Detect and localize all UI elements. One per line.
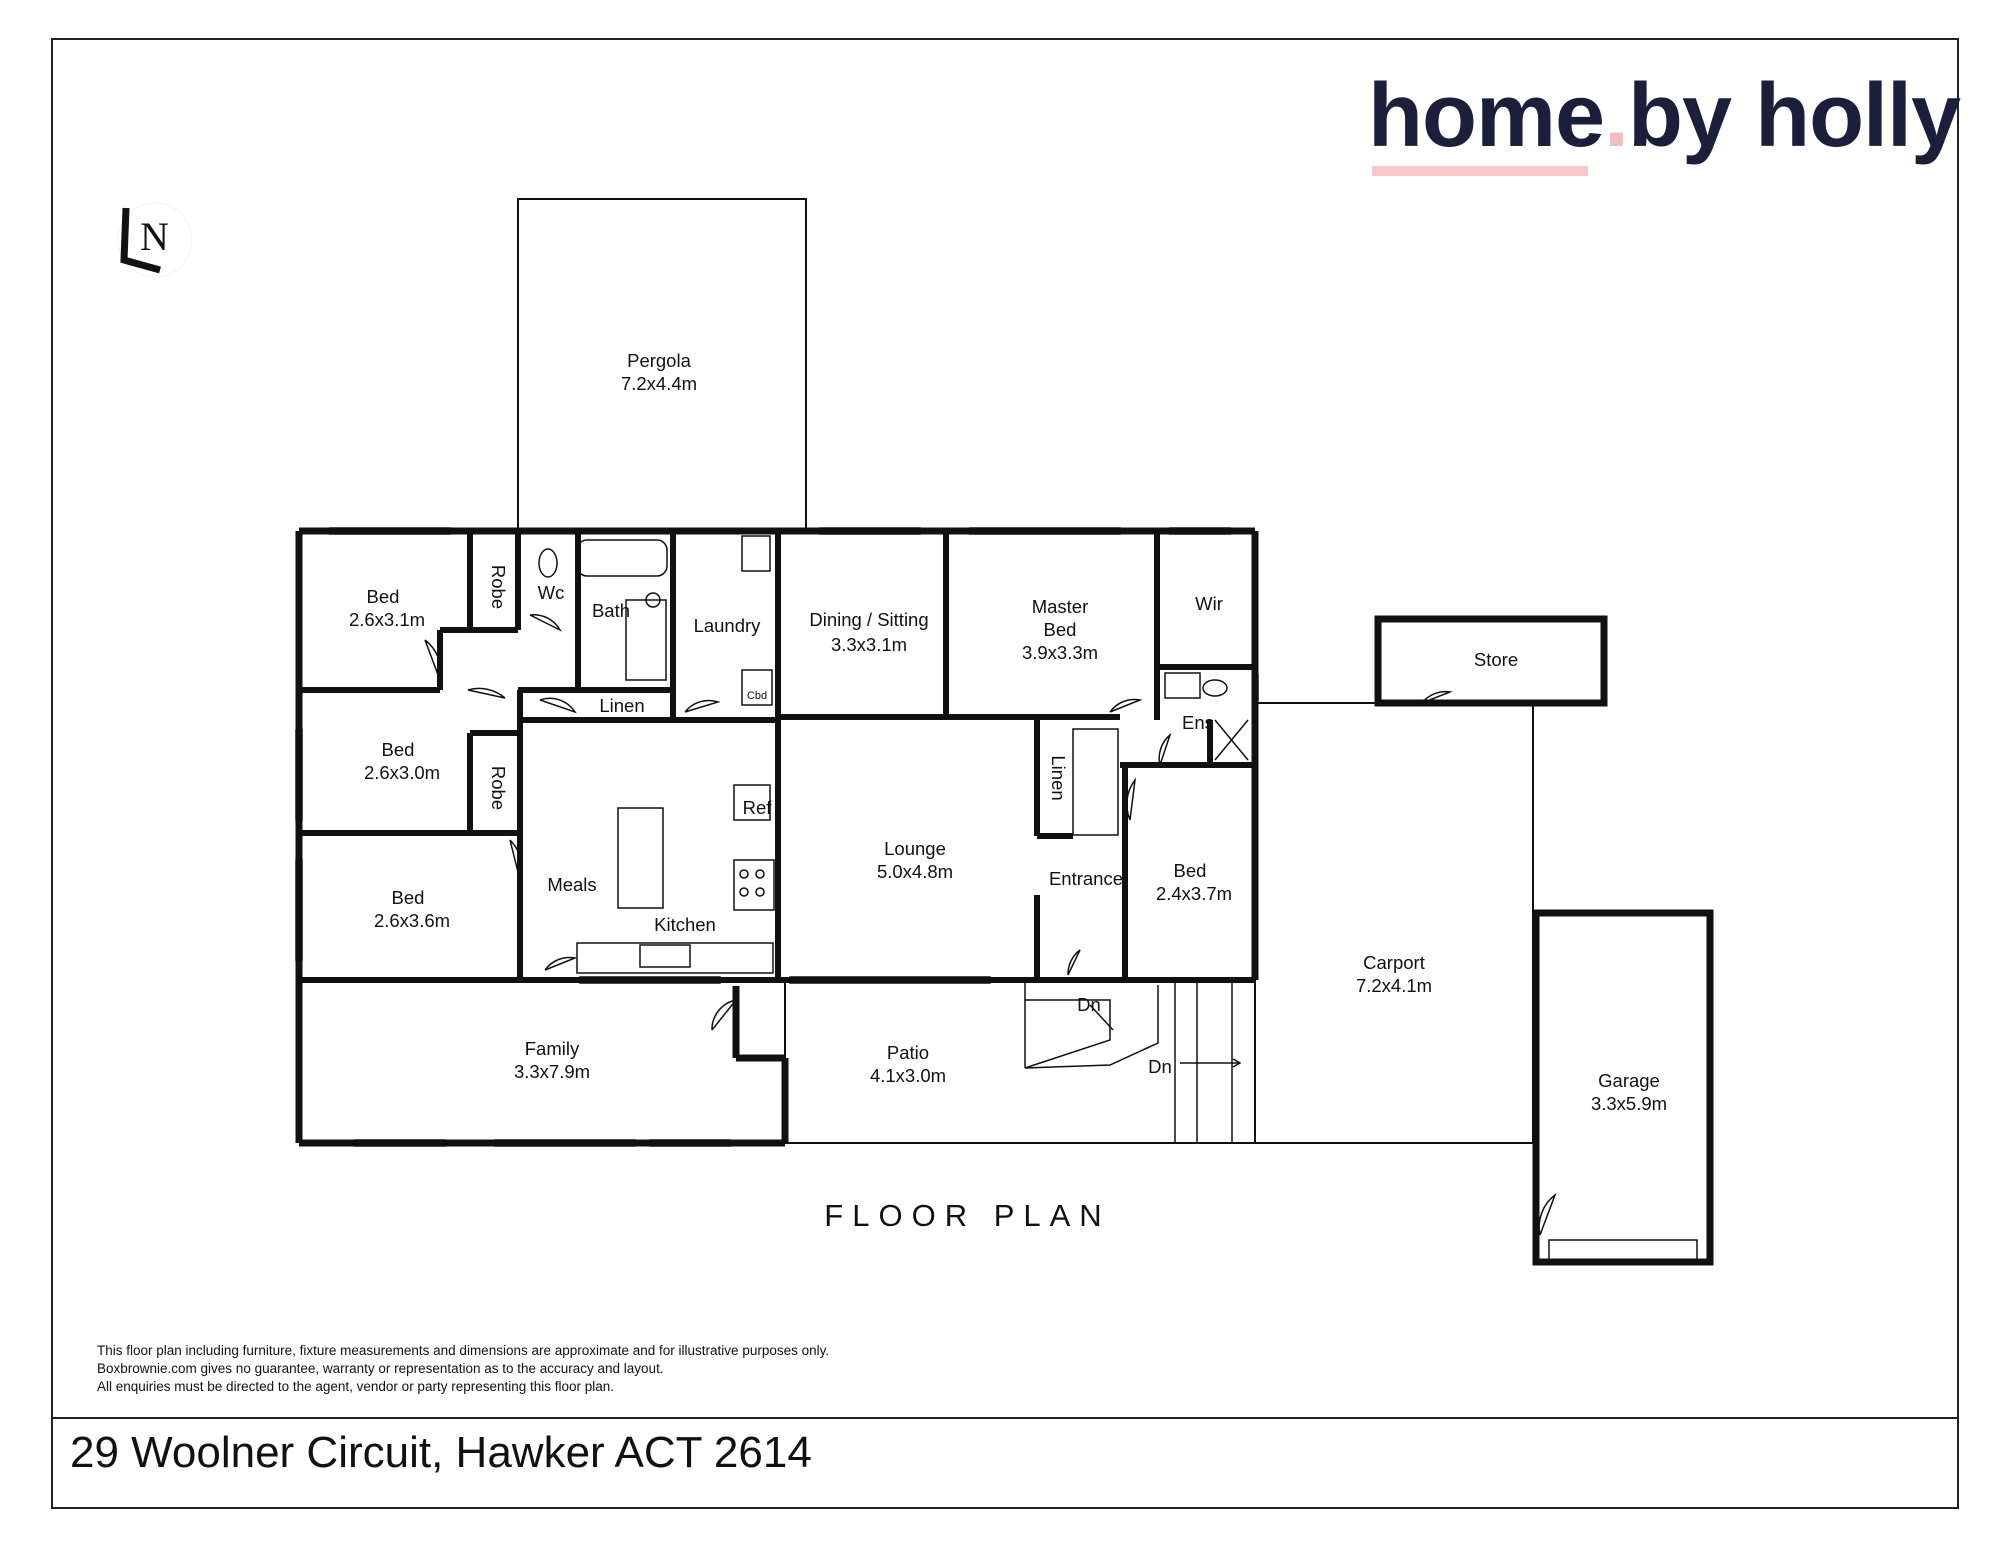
dining-label: Dining / Sitting (809, 609, 928, 630)
brand-underline (1372, 166, 1588, 176)
disclaimer: This floor plan including furniture, fix… (97, 1342, 829, 1396)
windows (295, 527, 1698, 1261)
carport-size: 7.2x4.1m (1356, 975, 1432, 996)
brand-part-holly: holly (1755, 66, 1961, 166)
family-label: Family (525, 1038, 580, 1059)
disclaimer-line: All enquiries must be directed to the ag… (97, 1379, 615, 1394)
bed2-label: Bed (382, 739, 415, 760)
brand-wordmark: home.by holly (1368, 64, 1961, 169)
wir-label: Wir (1195, 593, 1223, 614)
store-outline (1374, 615, 1608, 707)
garage-label: Garage (1598, 1070, 1660, 1091)
brand-logo: home.by holly (1368, 64, 1961, 184)
patio-label: Patio (887, 1042, 929, 1063)
bed1-size: 2.6x3.1m (349, 609, 425, 630)
carport-label: Carport (1363, 952, 1425, 973)
fixtures (538, 535, 1249, 974)
bed4-size: 2.6x3.6m (374, 910, 450, 931)
garage-size: 3.3x5.9m (1591, 1093, 1667, 1114)
bed4-label: Bed (392, 887, 425, 908)
disclaimer-line: Boxbrownie.com gives no guarantee, warra… (97, 1361, 664, 1376)
ref-label: Ref (743, 797, 773, 818)
pergola-label: Pergola (627, 350, 691, 371)
dn1-label: Dn (1077, 994, 1101, 1015)
laundry-label: Laundry (694, 615, 762, 636)
master-label: Master (1032, 596, 1089, 617)
patio-outline (784, 980, 1255, 1144)
bed3-size: 2.4x3.7m (1156, 883, 1232, 904)
family-size: 3.3x7.9m (514, 1061, 590, 1082)
page-frame (51, 38, 1959, 1509)
bed2-size: 2.6x3.0m (364, 762, 440, 783)
bed3-label: Bed (1174, 860, 1207, 881)
lounge-label: Lounge (884, 838, 946, 859)
linen2-label: Linen (1048, 755, 1069, 800)
dn2-label: Dn (1148, 1056, 1172, 1077)
garage-outline (1532, 909, 1714, 1266)
patio-size: 4.1x3.0m (870, 1065, 946, 1086)
lounge-size: 5.0x4.8m (877, 861, 953, 882)
disclaimer-line: This floor plan including furniture, fix… (97, 1343, 830, 1358)
doors (424, 614, 1557, 1236)
master-size: 3.9x3.3m (1022, 642, 1098, 663)
entry-steps (1024, 980, 1242, 1143)
footer-divider (51, 1417, 1959, 1419)
ens-label: Ens (1182, 712, 1214, 733)
carport-outline (1254, 702, 1534, 1144)
meals-label: Meals (547, 874, 596, 895)
linen1-label: Linen (599, 695, 644, 716)
kitchen-label: Kitchen (654, 914, 716, 935)
pergola-size: 7.2x4.4m (621, 373, 697, 394)
master-label-2: Bed (1044, 619, 1077, 640)
cbd-label: Cbd (747, 690, 767, 702)
bath-label: Bath (592, 600, 630, 621)
brand-part-home: home (1368, 66, 1605, 166)
north-arrow-icon: N (117, 202, 193, 278)
wc-label: Wc (538, 582, 565, 603)
brand-part-by: by (1628, 66, 1732, 166)
bed1-label: Bed (367, 586, 400, 607)
dining-size: 3.3x3.1m (831, 634, 907, 655)
property-address: 29 Woolner Circuit, Hawker ACT 2614 (70, 1428, 812, 1477)
brand-dot: . (1604, 66, 1629, 166)
robe1-label: Robe (488, 565, 509, 609)
robe2-label: Robe (488, 766, 509, 810)
house-interior-walls (299, 531, 1255, 983)
plan-title: FLOOR PLAN (824, 1198, 1111, 1233)
compass-letter: N (140, 214, 169, 259)
store-label: Store (1474, 649, 1518, 670)
entrance-label: Entrance (1049, 868, 1123, 889)
